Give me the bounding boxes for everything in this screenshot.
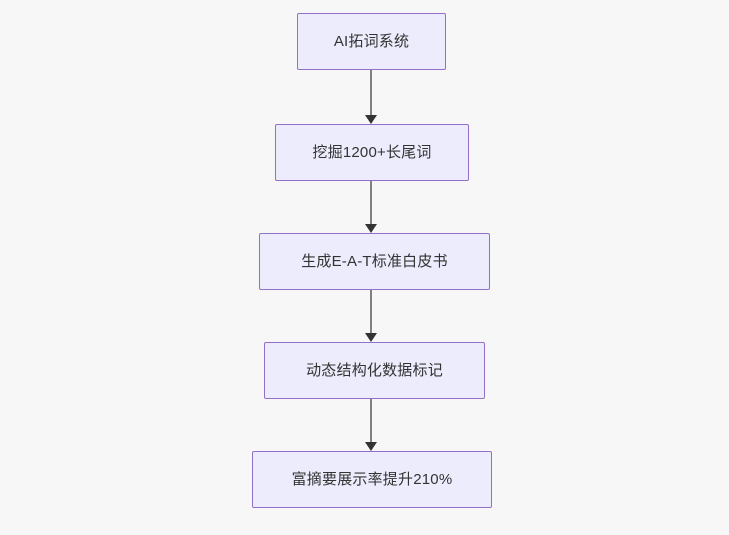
connector-line (370, 70, 372, 116)
node-label: 富摘要展示率提升210% (291, 470, 453, 488)
connector-node-1-to-node-2 (364, 70, 378, 124)
flowchart-node-dynamic-structured-data-markup[interactable]: 动态结构化数据标记 (264, 342, 485, 399)
arrowhead-icon (365, 442, 377, 451)
node-label: 生成E-A-T标准白皮书 (301, 252, 448, 270)
node-label: AI拓词系统 (333, 32, 410, 50)
arrowhead-icon (365, 115, 377, 124)
connector-node-3-to-node-4 (364, 290, 378, 342)
connector-line (370, 290, 372, 334)
connector-node-2-to-node-3 (364, 181, 378, 233)
flowchart-node-ai-keyword-system[interactable]: AI拓词系统 (297, 13, 446, 70)
node-label: 挖掘1200+长尾词 (312, 143, 432, 161)
flowchart-node-rich-snippet-impression-lift[interactable]: 富摘要展示率提升210% (252, 451, 492, 508)
flowchart-node-mine-longtail-keywords[interactable]: 挖掘1200+长尾词 (275, 124, 469, 181)
arrowhead-icon (365, 224, 377, 233)
connector-node-4-to-node-5 (364, 399, 378, 451)
arrowhead-icon (365, 333, 377, 342)
connector-line (370, 181, 372, 225)
node-label: 动态结构化数据标记 (306, 361, 443, 379)
flowchart-node-generate-eat-whitepaper[interactable]: 生成E-A-T标准白皮书 (259, 233, 490, 290)
connector-line (370, 399, 372, 443)
